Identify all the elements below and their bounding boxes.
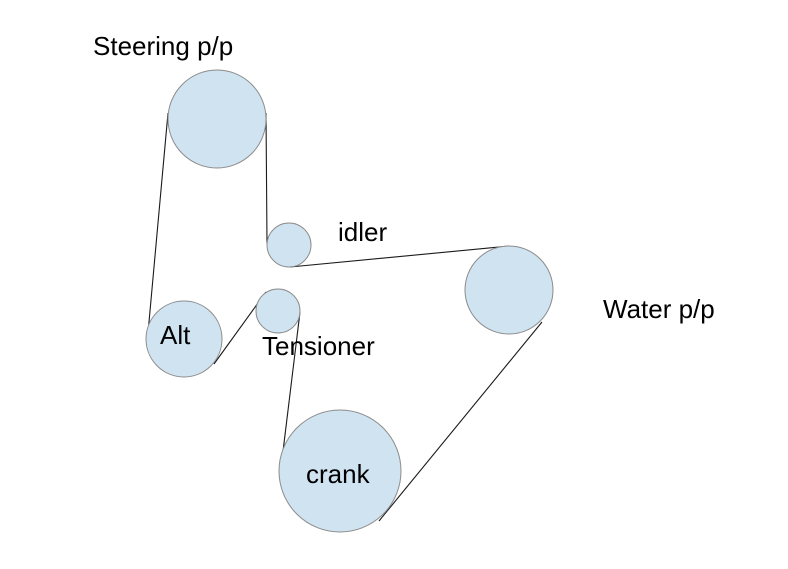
steering-pump-pulley <box>167 69 267 169</box>
belt <box>146 112 543 522</box>
crank-label: crank <box>306 459 371 489</box>
alternator-label: Alt <box>160 320 191 350</box>
steering-pump-label: Steering p/p <box>93 31 233 61</box>
belt-segment-water-crank <box>378 321 543 522</box>
belt-segment-steering-alt <box>146 112 169 345</box>
belt-segment-idler-water <box>289 245 511 268</box>
alternator-pulley <box>145 300 223 378</box>
water-pump-label: Water p/p <box>603 294 715 324</box>
idler-label: idler <box>338 217 387 247</box>
water-pump-pulley <box>464 245 554 335</box>
tensioner-label: Tensioner <box>262 331 375 361</box>
belt-segment-steering-idler <box>265 112 268 244</box>
idler-pulley <box>266 222 312 268</box>
tensioner-pulley <box>255 288 301 334</box>
crank-pulley <box>278 409 402 533</box>
